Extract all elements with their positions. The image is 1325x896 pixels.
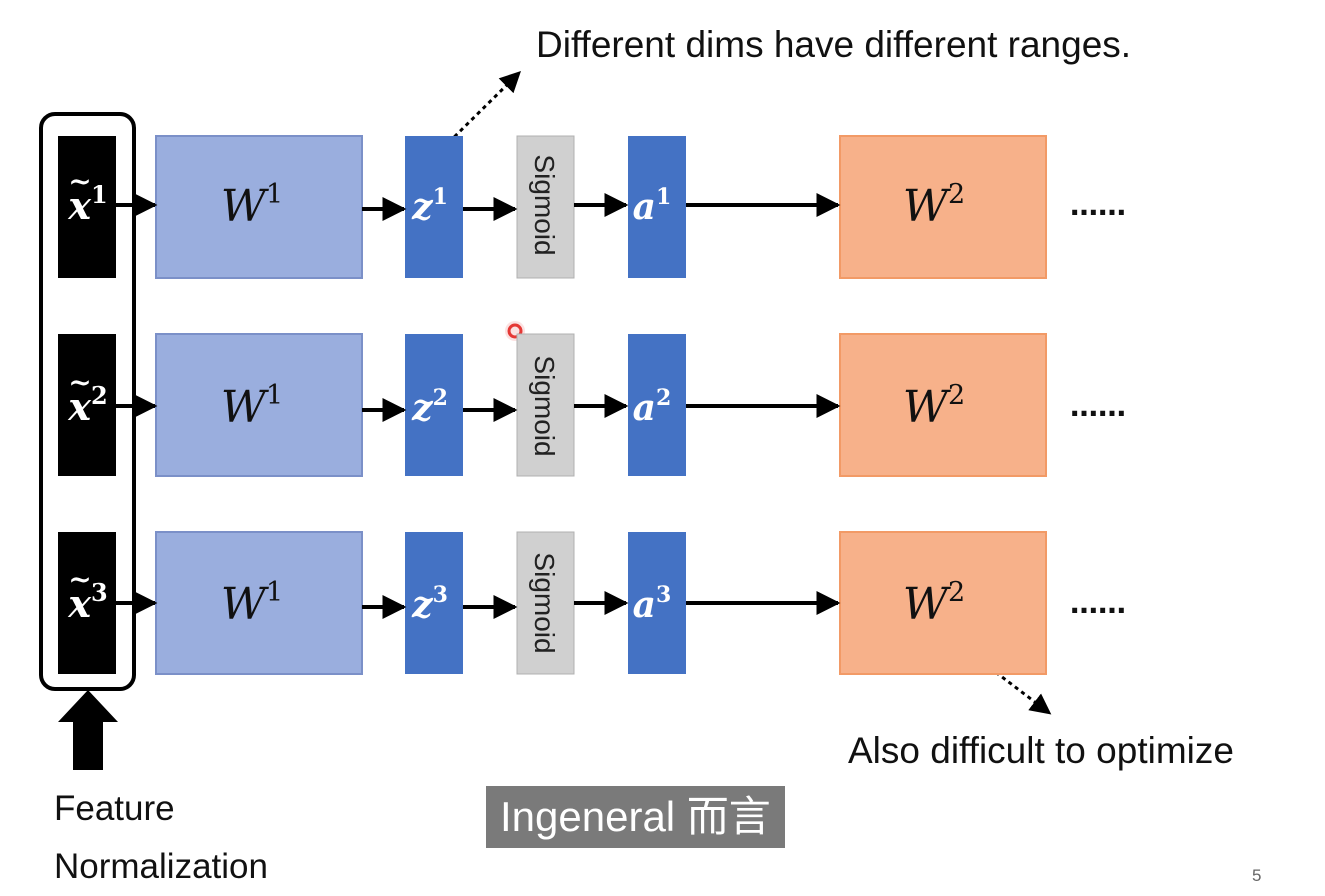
- optimize-annotation: Also difficult to optimize: [848, 730, 1234, 771]
- weight2-label-2: W2: [903, 380, 965, 433]
- input-tilde-1: ~: [68, 165, 91, 198]
- ellipsis-2: ……: [1070, 390, 1126, 423]
- z-block-3: [405, 532, 463, 674]
- sigmoid-label-1: Sigmoid: [529, 154, 560, 255]
- z-label-3: z3: [411, 582, 448, 626]
- weight1-block-3: [155, 531, 363, 675]
- a-label-3: a3: [633, 582, 672, 626]
- weight1-label-1: W1: [221, 179, 283, 232]
- feature-normalization-line-2: Normalization: [54, 847, 268, 886]
- weight2-label-1: W2: [903, 179, 965, 232]
- a-label-2: a2: [633, 385, 672, 429]
- a-block-1: [628, 136, 686, 278]
- sigmoid-label-3: Sigmoid: [529, 552, 560, 653]
- a-block-3: [628, 532, 686, 674]
- ellipsis-1: ……: [1070, 189, 1126, 222]
- weight2-label-3: W2: [903, 577, 965, 630]
- video-subtitle: Ingeneral 而言: [486, 786, 785, 848]
- input-label-2: x2: [67, 381, 107, 429]
- sigmoid-block-1: [516, 135, 575, 279]
- row-1: x1~ W1 z1 Sigmoid a1 W2 ……: [58, 135, 1126, 279]
- input-tilde-3: ~: [68, 563, 91, 596]
- cursor-indicator: [507, 323, 523, 339]
- input-block-2: [58, 334, 116, 476]
- feature-normalization-arrow: [58, 690, 118, 770]
- row-3: x3~ W1 z3 Sigmoid a3 W2 ……: [58, 531, 1126, 675]
- sigmoid-block-2: [516, 333, 575, 477]
- z-label-1: z1: [411, 184, 448, 228]
- z-label-2: z2: [411, 385, 448, 429]
- feature-normalization-label: Feature Normalization: [54, 780, 268, 896]
- feature-normalization-line-1: Feature: [54, 789, 175, 828]
- weight2-block-1: [839, 135, 1047, 279]
- weight2-block-3: [839, 531, 1047, 675]
- a-label-1: a1: [633, 184, 672, 228]
- sigmoid-block-3: [516, 531, 575, 675]
- weight1-label-2: W1: [221, 380, 283, 433]
- weight2-block-2: [839, 333, 1047, 477]
- input-block-1: [58, 136, 116, 278]
- dims-annotation-arrow: [441, 71, 521, 150]
- weight1-block-2: [155, 333, 363, 477]
- weight1-label-3: W1: [221, 577, 283, 630]
- row-2: x2~ W1 z2 Sigmoid a2 W2 ……: [58, 333, 1126, 477]
- z-block-1: [405, 136, 463, 278]
- input-block-3: [58, 532, 116, 674]
- input-label-1: x1: [67, 180, 107, 228]
- ranges-annotation: Different dims have different ranges.: [536, 24, 1132, 65]
- weight1-block-1: [155, 135, 363, 279]
- a-block-2: [628, 334, 686, 476]
- z-block-2: [405, 334, 463, 476]
- input-tilde-2: ~: [68, 366, 91, 399]
- ellipsis-3: ……: [1070, 587, 1126, 620]
- page-number: 5: [1252, 866, 1262, 885]
- input-label-3: x3: [67, 578, 107, 626]
- sigmoid-label-2: Sigmoid: [529, 355, 560, 456]
